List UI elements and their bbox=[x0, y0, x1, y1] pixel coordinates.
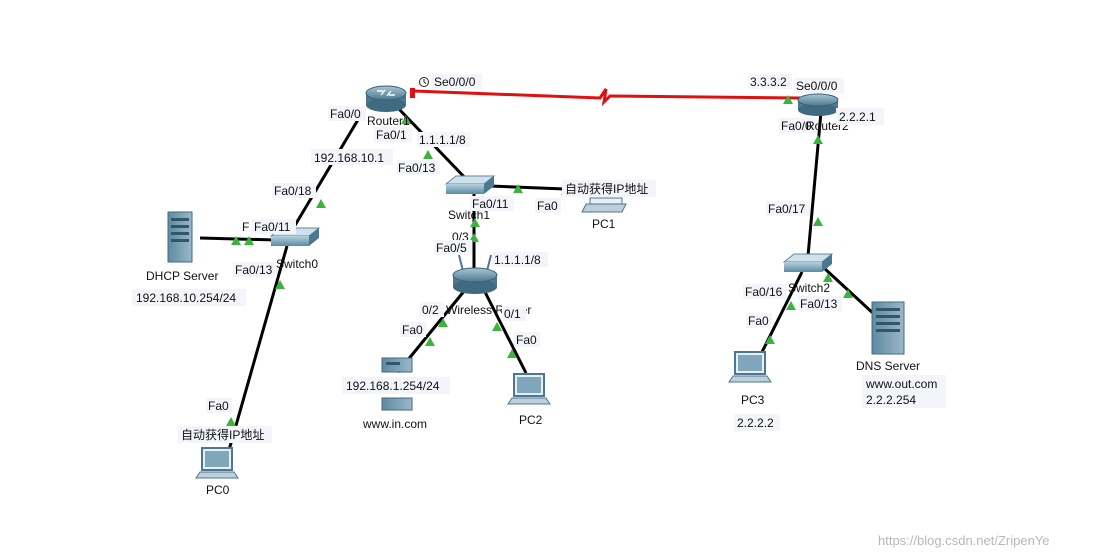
switch0-name-label: Switch0 bbox=[276, 257, 318, 271]
router1-icon[interactable] bbox=[365, 85, 407, 112]
pc3-name-label: PC3 bbox=[741, 393, 765, 407]
router1-fa01-ip-label: 1.1.1.1/8 bbox=[419, 133, 466, 147]
router2-fa00-label: Fa0/0 bbox=[781, 119, 812, 133]
link-switch0-dhcp bbox=[199, 236, 277, 242]
switch2-icon[interactable] bbox=[782, 253, 834, 272]
pc1-fa0-label: Fa0 bbox=[537, 199, 558, 213]
web-server-icon[interactable] bbox=[381, 357, 413, 411]
wrouter-wan-ip-label: 1.1.1.1/8 bbox=[494, 253, 541, 267]
switch1-fa13-label: Fa0/13 bbox=[398, 161, 436, 175]
router1-fa00-ip-label: 192.168.10.1 bbox=[314, 151, 384, 165]
router2-se-ip-label: 3.3.3.2 bbox=[750, 75, 787, 89]
switch1-fa11-label: Fa0/11 bbox=[472, 197, 509, 211]
pc0-note-label: 自动获得IP地址 bbox=[181, 427, 264, 442]
pc0-fa0-label: Fa0 bbox=[208, 399, 229, 413]
switch0-f-label: F bbox=[242, 220, 249, 234]
pc1-note-label: 自动获得IP地址 bbox=[565, 181, 648, 196]
switch0-fa13-label: Fa0/13 bbox=[235, 263, 273, 277]
router2-fa00-ip-label: 2.2.2.1 bbox=[839, 110, 876, 124]
switch0-fa11-label: Fa0/11 bbox=[254, 220, 291, 234]
switch0-fa18-label: Fa0/18 bbox=[274, 184, 312, 198]
clock-icon bbox=[419, 77, 429, 87]
link-switch0-pc0 bbox=[227, 245, 289, 451]
link-switch2-dns bbox=[822, 266, 877, 317]
web-server-fa0-label: Fa0 bbox=[402, 323, 423, 337]
pc0-icon[interactable] bbox=[195, 447, 239, 479]
dns-server-domain-label: www.out.com bbox=[865, 377, 937, 391]
labels: Se0/0/0 Router1 Fa0/0 Fa0/1 192.168.10.1… bbox=[132, 74, 946, 497]
link-router2-switch2 bbox=[806, 111, 823, 257]
switch2-name-label: Switch2 bbox=[788, 281, 830, 295]
pc0-name-label: PC0 bbox=[206, 483, 230, 497]
link-wrouter-pc2 bbox=[482, 289, 528, 374]
wrouter-02-label: 0/2 bbox=[422, 303, 439, 317]
link-router1-switch0 bbox=[289, 107, 367, 233]
router1-name-label: Router1 bbox=[367, 114, 410, 128]
web-server-name-label: www.in.com bbox=[362, 417, 427, 431]
router1-fa00-label: Fa0/0 bbox=[330, 107, 361, 121]
switch1-name-label: Switch1 bbox=[448, 208, 490, 222]
dhcp-server-ip-label: 192.168.10.254/24 bbox=[136, 291, 236, 305]
pc3-icon[interactable] bbox=[728, 351, 772, 383]
switch2-fa17-label: Fa0/17 bbox=[768, 202, 806, 216]
pc3-ip-label: 2.2.2.2 bbox=[737, 416, 774, 430]
dhcp-server-icon[interactable] bbox=[167, 211, 193, 263]
switch2-fa13-label: Fa0/13 bbox=[800, 297, 838, 311]
serial-link-router1-router2 bbox=[413, 88, 801, 107]
pc2-name-label: PC2 bbox=[519, 413, 543, 427]
pc2-icon[interactable] bbox=[507, 373, 551, 405]
pc1-name-label: PC1 bbox=[592, 217, 616, 231]
router1-se-port-label: Se0/0/0 bbox=[434, 75, 476, 89]
web-server-ip-label: 192.168.1.254/24 bbox=[346, 379, 440, 393]
wireless-router-icon[interactable] bbox=[452, 254, 498, 294]
router1-fa01-label: Fa0/1 bbox=[376, 128, 407, 142]
dns-server-name-label: DNS Server bbox=[856, 359, 920, 373]
router2-se-port-label: Se0/0/0 bbox=[796, 79, 838, 93]
wrouter-fa05-label: Fa0/5 bbox=[436, 241, 467, 255]
pc3-fa0-label: Fa0 bbox=[748, 314, 769, 328]
watermark: https://blog.csdn.net/ZripenYe bbox=[878, 533, 1050, 548]
dns-server-ip-label: 2.2.2.254 bbox=[866, 393, 916, 407]
switch1-icon[interactable] bbox=[444, 175, 496, 194]
link-switch2-pc3 bbox=[755, 271, 804, 363]
dns-server-icon[interactable] bbox=[871, 301, 905, 355]
dhcp-server-name-label: DHCP Server bbox=[146, 269, 218, 283]
pc2-fa0-label: Fa0 bbox=[516, 333, 537, 347]
switch2-fa16-label: Fa0/16 bbox=[745, 285, 783, 299]
wrouter-01-label: 0/1 bbox=[504, 307, 521, 321]
router2-icon[interactable] bbox=[797, 93, 839, 116]
pc1-icon[interactable] bbox=[581, 197, 627, 213]
